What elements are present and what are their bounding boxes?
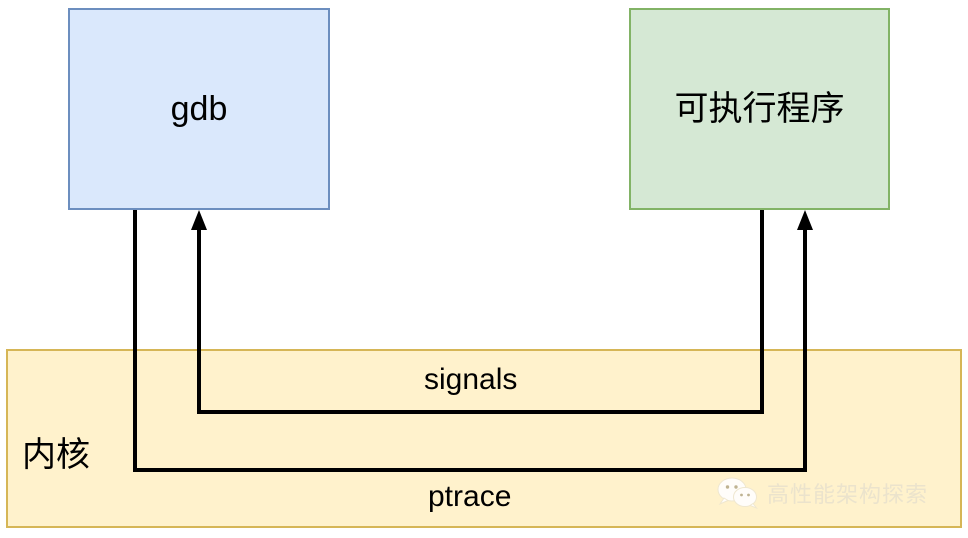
node-gdb-label: gdb — [170, 90, 228, 128]
node-program-label: 可执行程序 — [674, 90, 845, 128]
watermark-text: 高性能架构探索 — [767, 482, 929, 507]
wechat-icon — [717, 477, 758, 509]
node-kernel-label: 内核 — [22, 436, 90, 474]
node-gdb: gdb — [68, 8, 330, 210]
watermark: 高性能架构探索 — [717, 477, 928, 509]
edge-signals-arrowhead — [191, 210, 207, 230]
edge-ptrace-arrowhead — [797, 210, 813, 230]
edge-ptrace-label: ptrace — [428, 480, 512, 513]
edge-signals-label: signals — [424, 363, 518, 396]
node-program: 可执行程序 — [629, 8, 890, 210]
